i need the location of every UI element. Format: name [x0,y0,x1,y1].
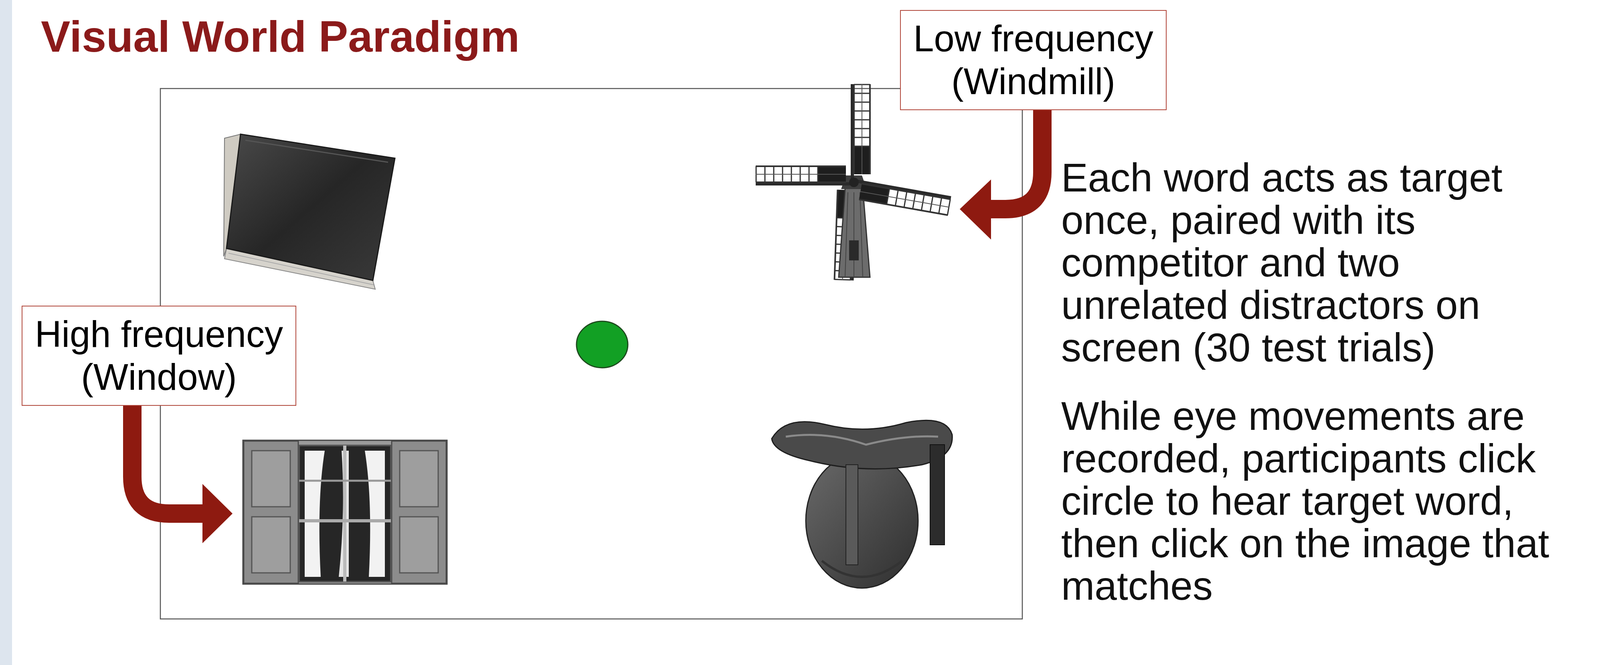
callout-text: Low frequency (Windmill) [901,17,1166,103]
side-strip [0,0,13,665]
slide-title: Visual World Paradigm [40,14,520,59]
window-picture [242,440,448,585]
start-circle [576,321,628,369]
instruction-text: Each word acts as target once, paired wi… [1061,156,1551,369]
callout-arrow [959,96,1043,240]
callout-arrow [132,396,233,544]
book-picture [223,134,395,290]
saddle-picture [771,420,953,589]
callout-box: High frequency (Window) [21,305,297,407]
windmill-picture [755,84,951,281]
instruction-text: While eye movements are recorded, partic… [1061,394,1551,608]
callout-box: Low frequency (Windmill) [900,10,1167,111]
callout-text: High frequency (Window) [26,313,292,399]
